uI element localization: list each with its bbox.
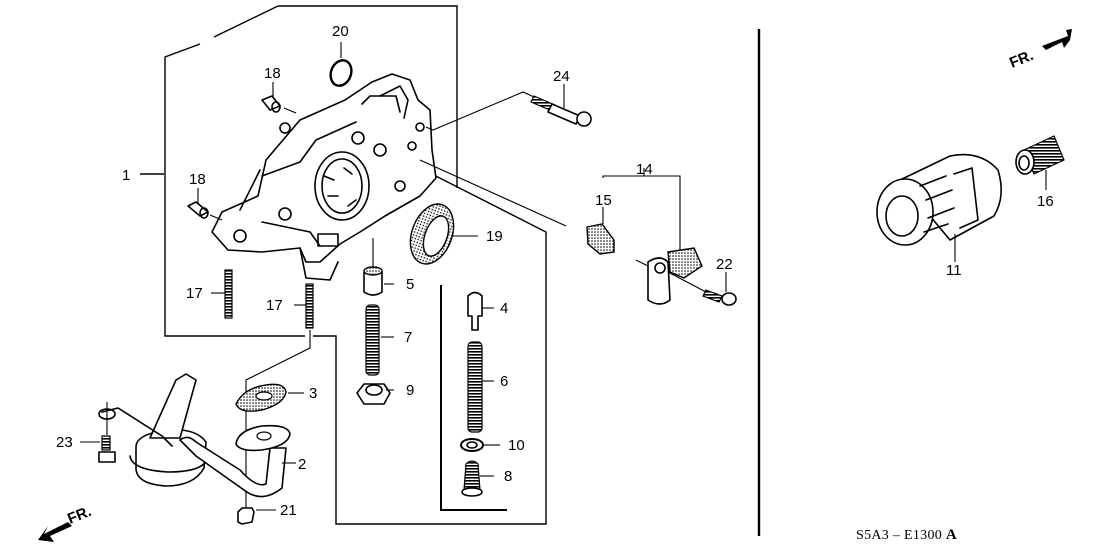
callout-7: 7 — [404, 329, 412, 346]
part-6-spring — [467, 341, 494, 433]
part-17-stud-left — [211, 269, 233, 319]
callout-23: 23 — [56, 434, 73, 451]
diagram-code: S5A3 – E1300 — [856, 528, 943, 543]
part-3-gasket — [235, 383, 304, 412]
part-19-oil-seal — [409, 203, 478, 265]
part-5-relief-valve — [363, 238, 394, 296]
part-18-dowel-pin-upper — [261, 82, 297, 114]
part-4-valve — [467, 291, 494, 331]
callout-17-right: 17 — [266, 297, 283, 314]
part-9-sealing-bolt — [356, 383, 394, 405]
callouts: 1 2 3 4 5 6 7 8 9 10 11 14 15 16 17 17 1… — [56, 23, 1054, 519]
part-15-connector — [586, 207, 615, 255]
diagram-revision: A — [945, 527, 958, 543]
part-16-joint — [1015, 135, 1065, 190]
callout-11: 11 — [946, 262, 962, 279]
callout-18-lower: 18 — [189, 171, 206, 188]
callout-20: 20 — [332, 23, 349, 40]
part-11-oil-filter — [876, 153, 1002, 262]
callout-3: 3 — [309, 385, 317, 402]
part-10-washer — [460, 438, 500, 452]
part-24-flange-bolt — [530, 84, 592, 127]
callout-2: 2 — [298, 456, 306, 473]
callout-9: 9 — [406, 382, 414, 399]
callout-19: 19 — [486, 228, 503, 245]
part-8-plug-bolt — [461, 460, 494, 497]
callout-6: 6 — [500, 373, 508, 390]
front-marker-bottom: FR. — [65, 503, 94, 528]
callout-16: 16 — [1037, 193, 1054, 210]
assembly-frame — [140, 5, 547, 525]
part-20-o-ring — [329, 42, 353, 87]
callout-14: 14 — [636, 161, 653, 178]
part-21-nut — [237, 507, 276, 525]
part-7-spring — [365, 304, 394, 376]
callout-1: 1 — [122, 167, 130, 184]
callout-5: 5 — [406, 276, 414, 293]
front-direction-arrow-top: FR. — [1007, 29, 1072, 72]
callout-22: 22 — [716, 256, 733, 273]
callout-21: 21 — [280, 502, 297, 519]
part-14-oil-pressure-switch-assembly — [602, 168, 703, 305]
relief-valve-bracket — [440, 285, 507, 511]
oil-pump-body — [211, 73, 437, 281]
callout-15: 15 — [595, 192, 612, 209]
part-23-bolt — [80, 402, 116, 463]
callout-10: 10 — [508, 437, 525, 454]
callout-4: 4 — [500, 300, 508, 317]
diagram-reference-code: S5A3 – E1300 A — [856, 527, 957, 544]
front-marker-top: FR. — [1007, 47, 1036, 72]
callout-17-left: 17 — [186, 285, 203, 302]
callout-18-upper: 18 — [264, 65, 281, 82]
front-direction-arrow-bottom: FR. — [38, 503, 94, 542]
part-18-dowel-pin-lower — [187, 188, 223, 221]
part-22-bolt — [667, 271, 737, 306]
callout-24: 24 — [553, 68, 570, 85]
callout-8: 8 — [504, 468, 512, 485]
part-2-oil-strainer — [101, 373, 296, 498]
